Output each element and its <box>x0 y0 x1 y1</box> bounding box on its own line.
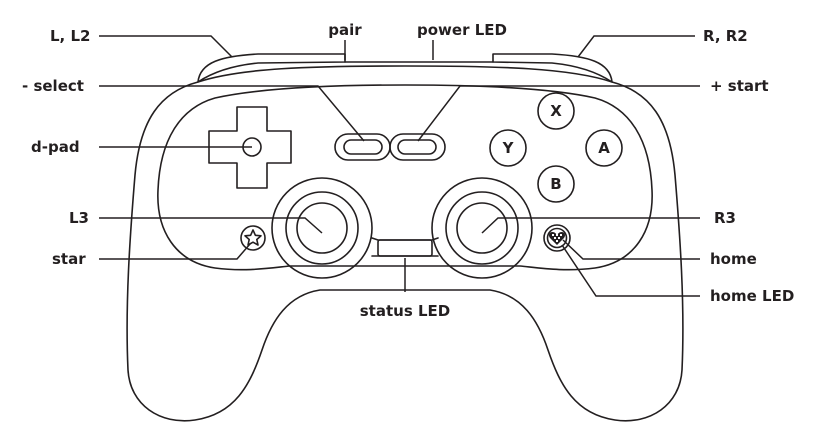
right-stick-ring <box>445 191 519 265</box>
right-stick-well <box>431 177 533 279</box>
label-power-led: power LED <box>417 21 507 39</box>
leader-star <box>99 243 251 260</box>
start-button[interactable] <box>389 133 446 161</box>
home-button[interactable] <box>543 224 571 252</box>
x-button-label: X <box>550 102 562 120</box>
leader-home <box>562 239 700 260</box>
select-button-inner <box>343 139 383 155</box>
label-pair: pair <box>328 21 362 39</box>
label-l3: L3 <box>69 209 89 227</box>
leader-r-r2 <box>577 35 695 58</box>
home-heart-icon <box>548 232 566 245</box>
y-button[interactable] <box>489 129 527 167</box>
face-plate <box>157 84 653 271</box>
controller-body-outline <box>126 65 684 422</box>
star-button[interactable] <box>240 225 266 251</box>
label-plus-start: + start <box>710 77 769 95</box>
label-r-r2: R, R2 <box>703 27 748 45</box>
leader-l3 <box>99 217 323 234</box>
b-button-label: B <box>550 175 561 193</box>
a-button-label: A <box>598 139 610 157</box>
leader-r3 <box>481 217 700 234</box>
label-home-led: home LED <box>710 287 794 305</box>
dpad[interactable] <box>208 106 292 189</box>
label-r3: R3 <box>714 209 736 227</box>
right-shoulder-bumper <box>492 53 613 83</box>
label-minus-select: - select <box>22 77 84 95</box>
left-stick[interactable] <box>296 202 348 254</box>
y-button-label: Y <box>502 139 515 157</box>
right-stick[interactable] <box>456 202 508 254</box>
label-dpad: d-pad <box>31 138 80 156</box>
status-led-bar <box>377 239 433 257</box>
label-l-l2: L, L2 <box>50 27 90 45</box>
leader-select <box>99 85 365 142</box>
label-star: star <box>52 250 86 268</box>
left-stick-ring <box>285 191 359 265</box>
start-button-inner <box>397 139 437 155</box>
leader-home-led <box>561 244 700 297</box>
b-button[interactable] <box>537 165 575 203</box>
x-button[interactable] <box>537 92 575 130</box>
a-button[interactable] <box>585 129 623 167</box>
star-icon <box>244 229 262 246</box>
left-shoulder-bumper <box>197 53 346 83</box>
leader-start <box>417 85 700 142</box>
home-heart-dots <box>552 234 562 242</box>
leader-lines <box>99 35 700 297</box>
label-home: home <box>710 250 757 268</box>
leader-l-l2 <box>99 35 233 58</box>
label-status-led: status LED <box>360 302 450 320</box>
left-stick-well <box>271 177 373 279</box>
